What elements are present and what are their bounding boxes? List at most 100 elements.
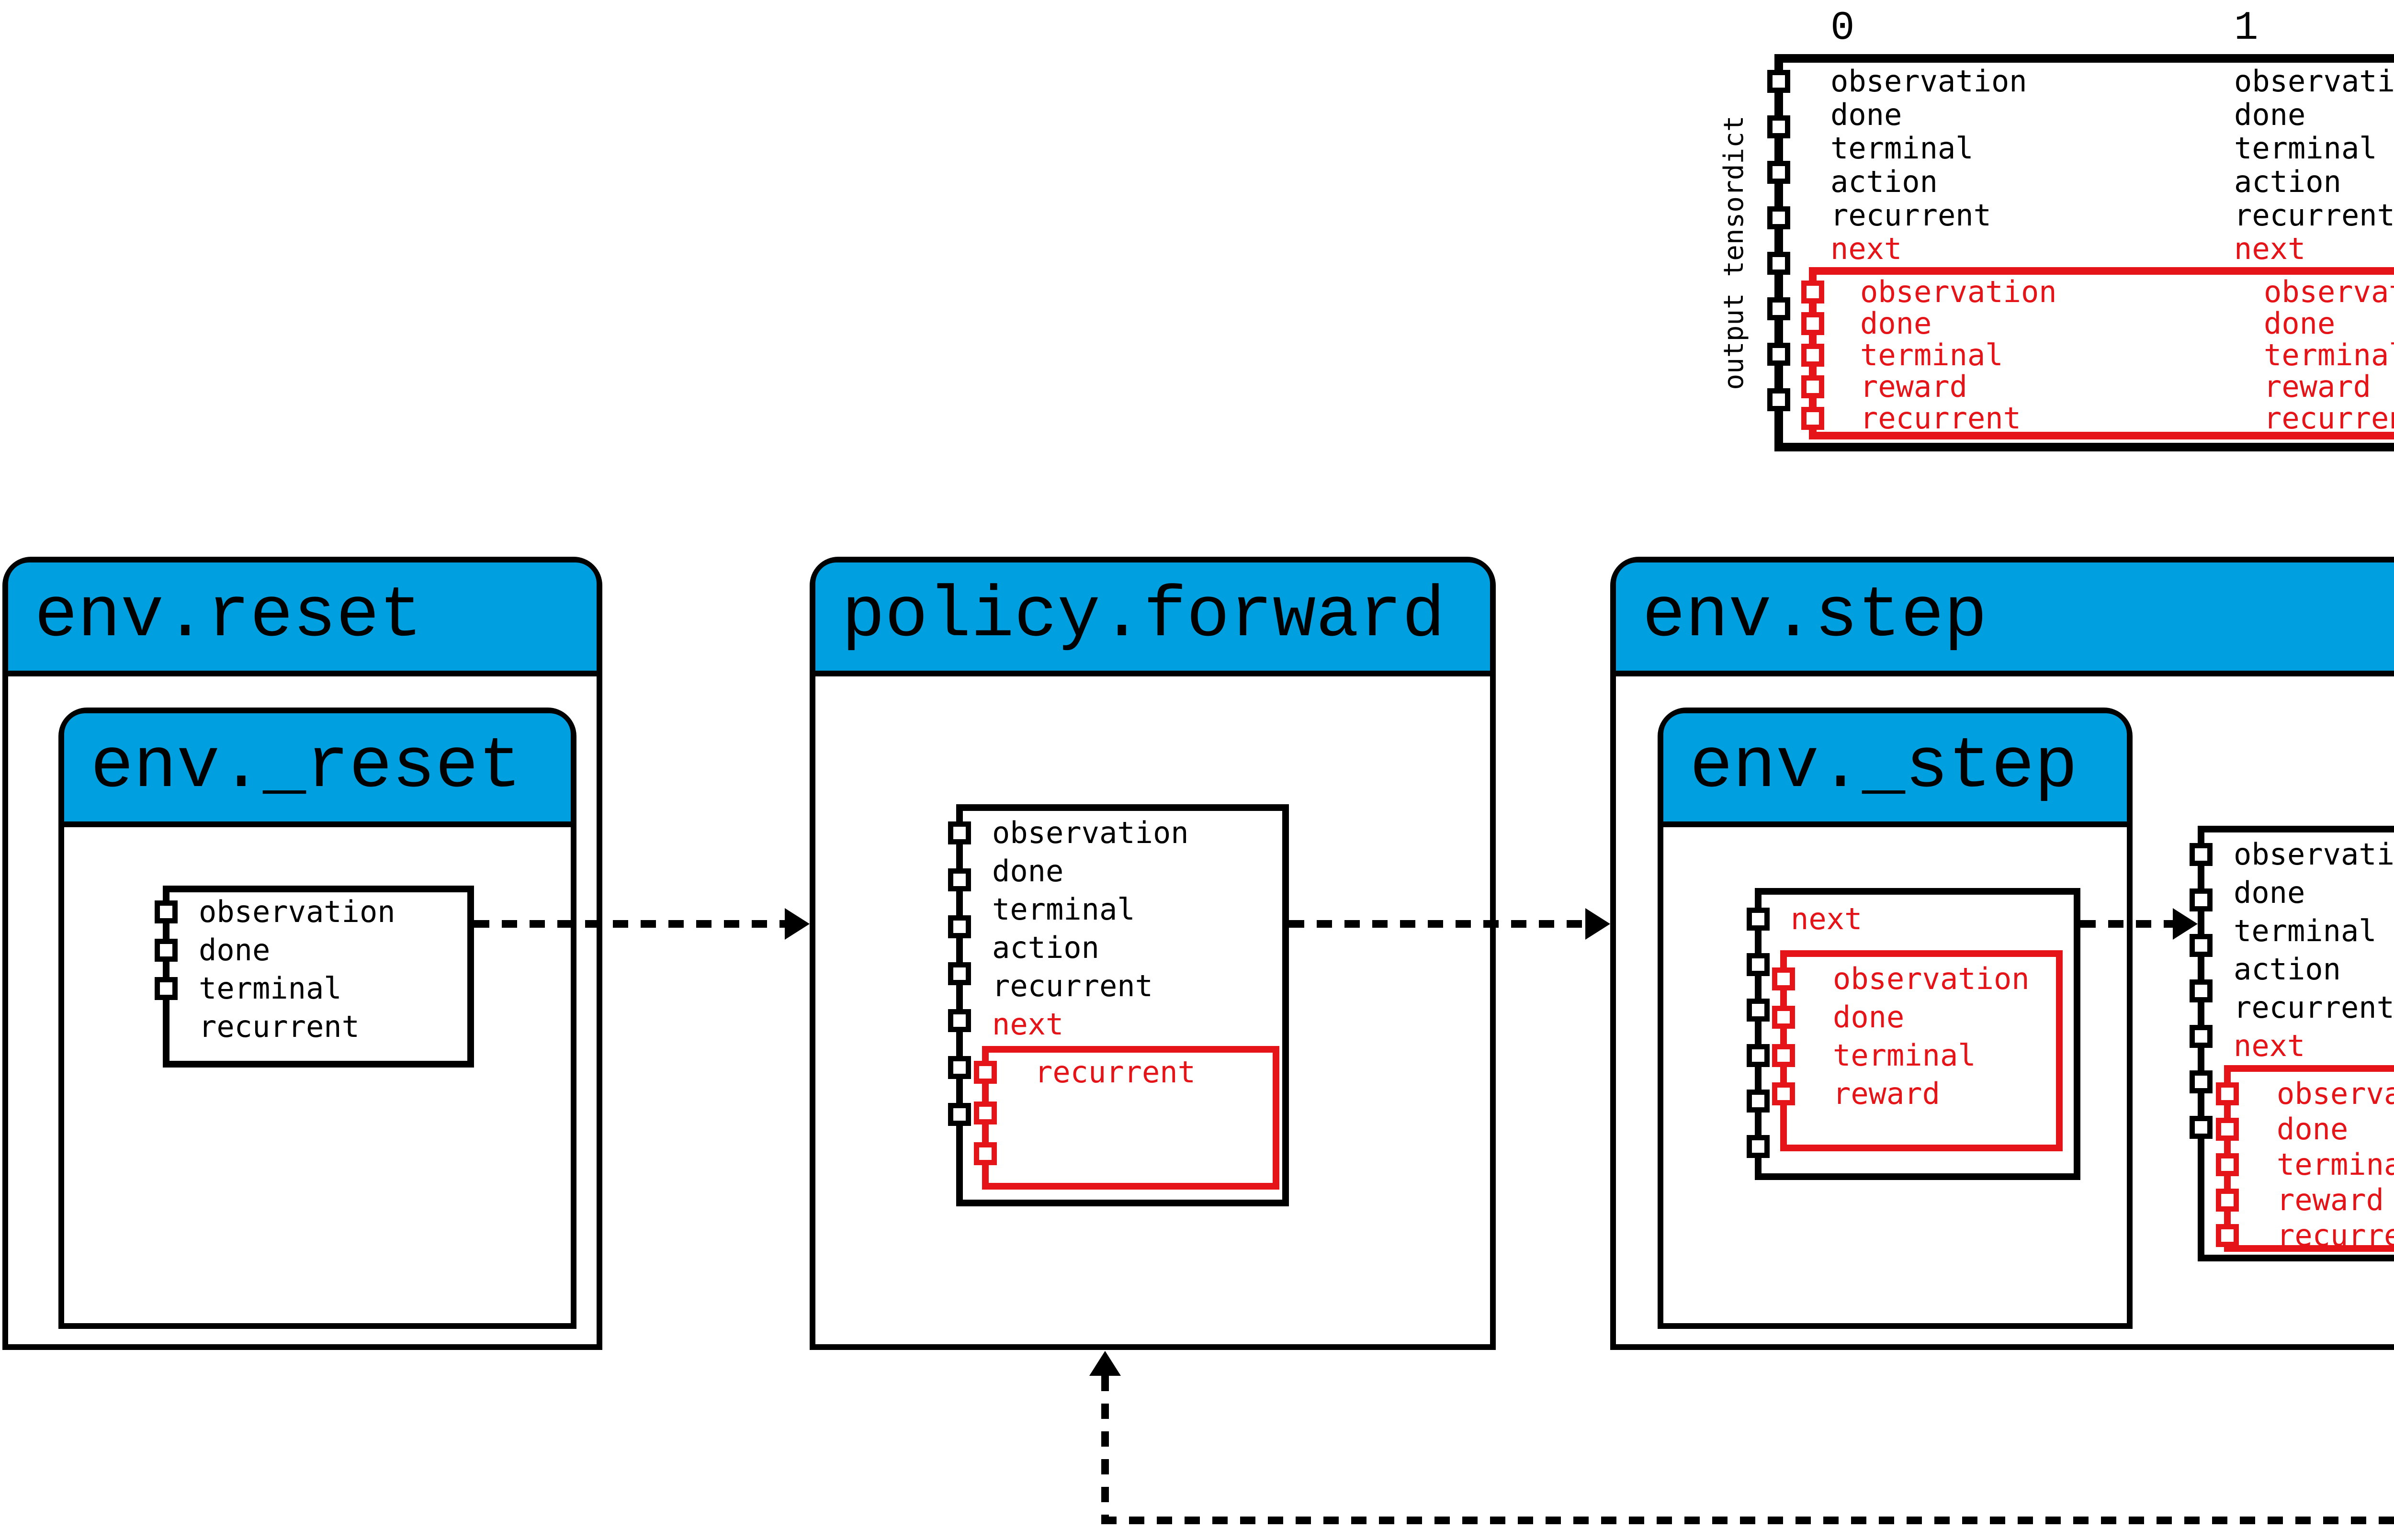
tensordict-key-label: terminal	[2234, 131, 2377, 166]
tensordict-key-label: done	[2277, 1112, 2349, 1147]
tensordict-key-square	[2190, 934, 2213, 957]
tensordict-key-square	[1767, 388, 1790, 411]
tensordict-key-label: terminal	[2264, 337, 2394, 372]
tensordict-key-square	[1801, 407, 1824, 430]
tensordict-key-square	[1772, 967, 1795, 990]
tensordict-key-square	[948, 1009, 971, 1032]
tensordict-key-square	[1747, 999, 1770, 1022]
tensordict-key-square	[1801, 375, 1824, 398]
tensordict-key-label: observation	[2234, 837, 2394, 872]
loop-up-to-policy-line	[1101, 1376, 1109, 1524]
tensordict-key-label: observation	[2277, 1076, 2394, 1111]
loop-up-to-policy-head	[1089, 1351, 1121, 1376]
inner-env-underscore-reset-header: env._reset	[64, 713, 571, 827]
tensordict-key-square	[2190, 843, 2213, 866]
inner-env-underscore-step-title: env._step	[1690, 727, 2078, 808]
tensordict-key-square	[2190, 888, 2213, 911]
tensordict-key-square	[2216, 1189, 2239, 1212]
tensordict-key-label: reward	[2264, 369, 2371, 404]
tensordict-key-label: next	[2234, 231, 2306, 266]
tensordict-key-square	[155, 900, 178, 923]
tensordict-key-label: next	[1830, 231, 1902, 266]
tensordict-key-square	[2216, 1118, 2239, 1141]
tensordict-key-square	[1801, 281, 1824, 304]
tensordict-key-square	[974, 1102, 997, 1124]
tensordict-key-square	[974, 1061, 997, 1084]
tensordict-key-label: done	[1830, 97, 1902, 132]
tensordict-key-label: reward	[2277, 1182, 2384, 1217]
stage-env-reset-header: env.reset	[8, 562, 597, 676]
tensordict-key-label: recurrent	[2264, 401, 2394, 436]
tensordict-env-step-input-next	[1780, 950, 2063, 1151]
tensordict-key-label: observation	[1860, 274, 2057, 309]
tensordict-key-square	[948, 868, 971, 891]
tensordict-key-square	[948, 821, 971, 844]
tensordict-key-label: recurrent	[2277, 1218, 2394, 1253]
tensordict-key-label: observation	[992, 815, 1189, 850]
stage-env-reset-title: env.reset	[34, 576, 423, 657]
tensordict-key-label: next	[1791, 901, 1863, 936]
tensordict-key-label: recurrent	[1035, 1055, 1196, 1090]
tensordict-key-square	[2216, 1224, 2239, 1247]
tensordict-key-label: terminal	[1860, 337, 2003, 372]
tensordict-key-label: done	[199, 933, 271, 967]
tensordict-key-square	[1772, 1082, 1795, 1105]
tensordict-key-square	[2190, 1025, 2213, 1048]
tensordict-key-square	[948, 1103, 971, 1126]
tensordict-key-square	[1747, 908, 1770, 931]
tensordict-key-square	[948, 915, 971, 938]
tensordict-key-label: done	[992, 854, 1064, 888]
tensordict-key-label: next	[992, 1007, 1064, 1042]
tensordict-key-square	[974, 1142, 997, 1165]
arrow-substep-to-output-line	[2080, 920, 2174, 928]
tensordict-key-square	[1767, 70, 1790, 93]
tensordict-key-label: done	[2234, 875, 2305, 910]
stage-policy-forward-title: policy.forward	[842, 576, 1445, 657]
tensordict-key-square	[1747, 1090, 1770, 1113]
table-side-label: output tensordict	[1718, 115, 1750, 390]
tensordict-key-square	[948, 962, 971, 985]
tensordict-key-label: terminal	[1833, 1038, 1976, 1073]
tensordict-key-label: action	[1830, 164, 1938, 199]
loop-bottom-line	[1101, 1517, 2394, 1524]
tensordict-key-label: recurrent	[199, 1009, 360, 1044]
tensordict-key-square	[155, 939, 178, 962]
output-tensordict-table	[1774, 54, 2394, 451]
table-column-header-1: 1	[2234, 6, 2258, 51]
tensordict-key-label: done	[1833, 1000, 1905, 1034]
table-column-header-0: 0	[1830, 6, 1855, 51]
tensordict-key-label: recurrent	[1860, 401, 2021, 436]
tensordict-policy-forward-next	[982, 1046, 1279, 1190]
arrow-substep-to-output-head	[2173, 908, 2198, 940]
tensordict-key-label: done	[2234, 97, 2306, 132]
arrow-policy-to-step-line	[1289, 920, 1587, 928]
stage-env-step-header: env.step	[1616, 562, 2394, 676]
inner-env-underscore-reset-title: env._reset	[90, 727, 522, 808]
tensordict-key-square	[1772, 1044, 1795, 1067]
tensordict-key-label: terminal	[1830, 131, 1974, 166]
tensordict-key-square	[1767, 297, 1790, 320]
tensordict-key-square	[1801, 312, 1824, 335]
tensordict-key-square	[2216, 1082, 2239, 1105]
tensordict-key-square	[1767, 115, 1790, 138]
arrow-policy-to-step-head	[1585, 908, 1610, 940]
tensordict-key-square	[2190, 979, 2213, 1002]
tensordict-key-square	[1772, 1006, 1795, 1029]
tensordict-key-label: action	[2234, 164, 2341, 199]
tensordict-key-square	[948, 1056, 971, 1079]
stage-env-step-title: env.step	[1642, 576, 1987, 657]
arrow-reset-to-policy-line	[474, 920, 788, 928]
tensordict-key-label: done	[1860, 306, 1932, 341]
tensordict-key-label: next	[2234, 1028, 2305, 1063]
tensordict-key-label: recurrent	[2234, 990, 2394, 1025]
tensordict-key-label: recurrent	[1830, 198, 1991, 233]
tensordict-key-label: action	[992, 930, 1099, 965]
tensordict-key-square	[155, 977, 178, 1000]
tensordict-key-label: recurrent	[992, 968, 1153, 1003]
tensordict-key-square	[1747, 953, 1770, 976]
tensordict-key-square	[1767, 206, 1790, 229]
tensordict-key-label: action	[2234, 952, 2341, 987]
tensordict-key-label: observation	[1830, 64, 2027, 99]
arrow-reset-to-policy-head	[785, 908, 810, 940]
